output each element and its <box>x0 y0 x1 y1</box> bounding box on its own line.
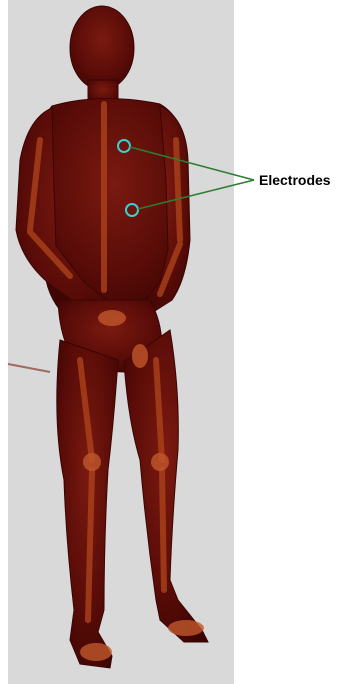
head <box>70 6 134 90</box>
electrodes-label: Electrodes <box>259 172 331 188</box>
